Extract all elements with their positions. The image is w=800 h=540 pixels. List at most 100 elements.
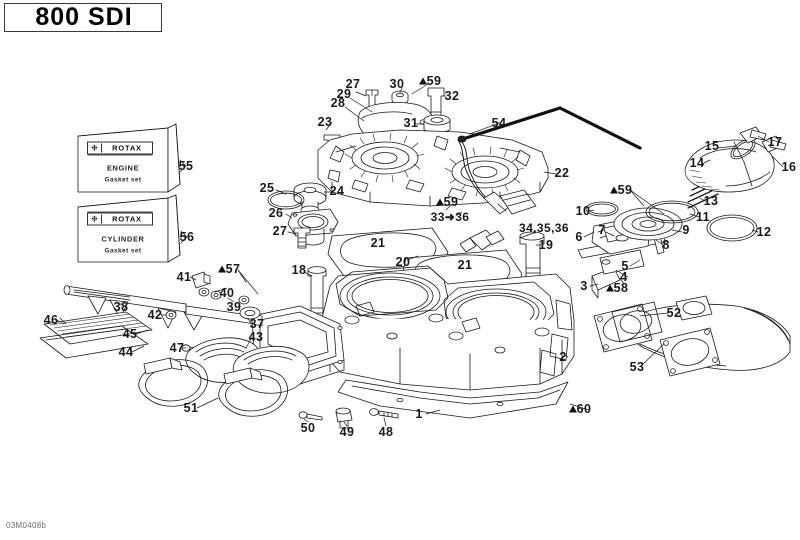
ring-11 (645, 200, 699, 224)
callout-60: 60 (576, 402, 592, 416)
engine-gasket-set-line1: ENGINE (106, 163, 140, 173)
callout-18: 18 (291, 263, 307, 277)
callout-45: 45 (122, 327, 138, 341)
callout-8: 8 (662, 238, 670, 252)
callout-marker-triangle (218, 265, 226, 273)
gasket-35-36 (499, 189, 537, 215)
washer-39b (238, 295, 250, 305)
exhaust-manifold-52 (593, 295, 791, 377)
rotax-emblem-icon: ❉ (88, 143, 102, 153)
clamp-51a (138, 357, 208, 407)
callout-15: 15 (704, 139, 720, 153)
callout-23: 23 (317, 115, 333, 129)
drawing-code: 03M0408b (6, 521, 47, 530)
callout-58: 58 (613, 281, 629, 295)
gasket-44 (39, 325, 149, 359)
callout-50: 50 (300, 421, 316, 435)
callout-28: 28 (330, 96, 346, 110)
engine-gasket-set-line2: Gasket set (104, 176, 142, 184)
callout-33-36: 33➜36 (430, 210, 470, 224)
o-ring-25 (267, 190, 305, 210)
callout-7: 7 (598, 223, 606, 237)
callout-9: 9 (682, 223, 690, 237)
callout-24: 24 (329, 184, 345, 198)
callout-27: 27 (345, 77, 361, 91)
callout-52: 52 (666, 306, 682, 320)
nut-31 (423, 114, 451, 135)
callout-6: 6 (575, 230, 583, 244)
cylinder-block-main (321, 265, 575, 419)
cylinder-gasket-set-line2: Gasket set (104, 247, 142, 255)
callout-56: 56 (179, 230, 195, 244)
callout-2: 2 (559, 350, 567, 364)
washer-40 (198, 287, 210, 297)
callout-59: 59 (426, 74, 442, 88)
callout-48: 48 (378, 425, 394, 439)
leader-46 (59, 317, 67, 325)
dome-body-14 (684, 139, 775, 193)
callout-31: 31 (403, 116, 419, 130)
callout-59: 59 (617, 183, 633, 197)
callout-29: 29 (336, 87, 352, 101)
fitting-16 (761, 135, 787, 153)
rotax-logo-box-engine: ❉ ROTAX (87, 141, 153, 155)
callout-25: 25 (259, 181, 275, 195)
thermostat-24 (293, 182, 327, 215)
callout-43: 43 (248, 330, 264, 344)
callout-39: 39 (226, 300, 242, 314)
callout-57: 57 (225, 262, 241, 276)
callout-27: 27 (272, 224, 288, 238)
rotax-emblem-icon: ❉ (88, 214, 102, 224)
flange-26 (287, 208, 339, 246)
callout-44: 44 (118, 345, 134, 359)
callout-37: 37 (249, 317, 265, 331)
callout-21: 21 (457, 258, 473, 272)
callout-marker-triangle (436, 198, 444, 206)
page-title: 800 SDI (35, 3, 133, 31)
rotax-logo-box-cylinder: ❉ ROTAX (87, 212, 153, 226)
callout-marker-triangle (569, 405, 577, 413)
cylinder-gasket-set-line1: CYLINDER (101, 234, 145, 244)
washer-30 (391, 90, 409, 105)
callout-11: 11 (695, 210, 711, 224)
rotax-brand-text: ROTAX (112, 143, 142, 153)
callout-47: 47 (169, 341, 185, 355)
callout-41: 41 (176, 270, 192, 284)
clamp-51b (218, 367, 288, 417)
callout-55: 55 (178, 159, 194, 173)
callout-4: 4 (620, 270, 628, 284)
hardware-48 (369, 408, 399, 419)
callout-5: 5 (621, 259, 629, 273)
hardware-49 (335, 407, 353, 429)
washer-39a (210, 290, 222, 300)
bolt-27-lower (293, 227, 311, 249)
callout-21: 21 (370, 236, 386, 250)
leader-lines (56, 83, 784, 427)
callout-26: 26 (268, 206, 284, 220)
callout-marker-triangle (606, 284, 614, 292)
fitting-17 (739, 126, 767, 144)
callout-19: 19 (538, 238, 554, 252)
o-ring-10 (585, 201, 619, 217)
callout-59: 59 (443, 195, 459, 209)
callout-20: 20 (395, 255, 411, 269)
o-ring-12 (706, 214, 758, 242)
reed-plate-45 (43, 311, 153, 345)
rotax-brand-text: ROTAX (112, 214, 142, 224)
hardware-50 (298, 411, 323, 421)
temp-sensor-54 (457, 106, 642, 215)
fitting-41 (191, 271, 211, 289)
callout-46: 46 (43, 313, 59, 327)
callout-1: 1 (415, 407, 423, 421)
cover-9 (613, 207, 683, 241)
callout-12: 12 (756, 225, 772, 239)
callout-54: 54 (491, 116, 507, 130)
callout-30: 30 (389, 77, 405, 91)
callout-22: 22 (554, 166, 570, 180)
callout-14: 14 (689, 156, 705, 170)
callout-16: 16 (781, 160, 797, 174)
callout-51: 51 (183, 401, 199, 415)
callout-49: 49 (339, 425, 355, 439)
